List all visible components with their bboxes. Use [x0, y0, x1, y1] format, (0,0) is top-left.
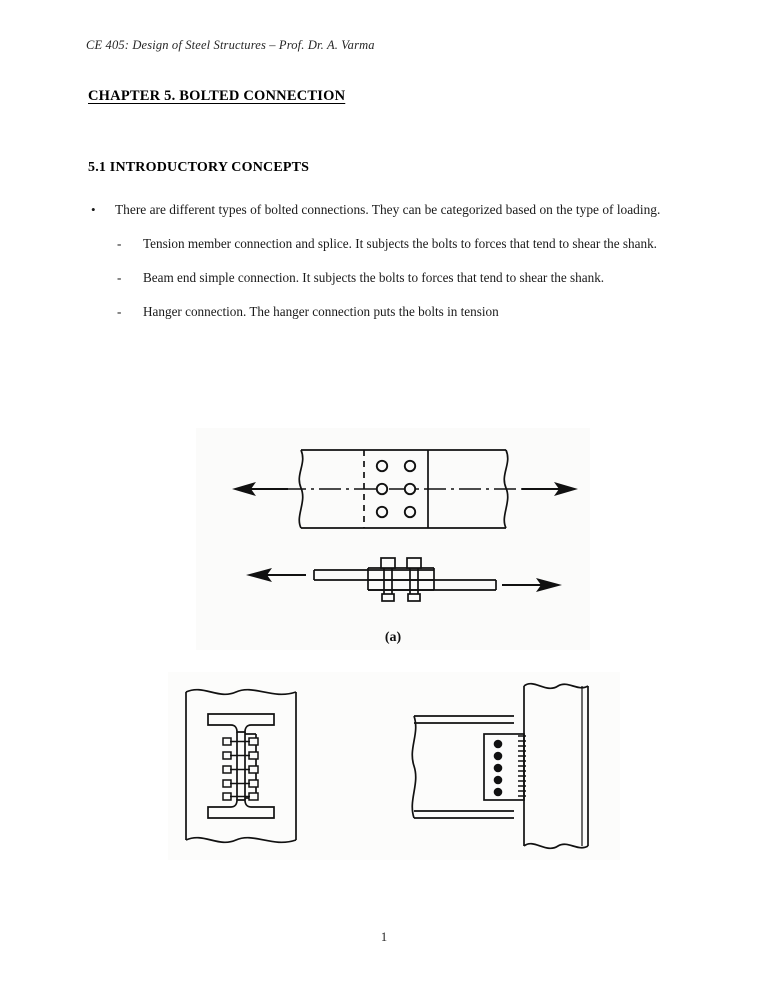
splice-connection-drawing — [232, 449, 578, 602]
beam-connection-drawings — [185, 682, 589, 850]
plate-bolt-group — [493, 739, 503, 797]
dash-marker-icon: - — [117, 270, 122, 285]
bolt-hole-group — [375, 459, 417, 519]
beam-column-connection-drawing — [411, 682, 589, 850]
beam-section-drawing — [185, 688, 297, 844]
chapter-heading: CHAPTER 5. BOLTED CONNECTION — [88, 88, 346, 104]
side-view-bolt-group — [380, 557, 422, 602]
list-item: - Hanger connection. The hanger connecti… — [115, 295, 688, 329]
body-content: • There are different types of bolted co… — [88, 193, 688, 329]
right-force-arrowhead — [554, 482, 578, 496]
weld-hatching — [518, 735, 526, 797]
side-left-force-arrowhead — [246, 568, 272, 582]
bullet-item: • There are different types of bolted co… — [88, 193, 688, 227]
web-bolt-group — [222, 737, 259, 801]
figure-beam-connections — [168, 672, 620, 860]
list-item: - Tension member connection and splice. … — [115, 227, 688, 261]
section-heading: 5.1 INTRODUCTORY CONCEPTS — [88, 160, 310, 175]
dash-marker-icon: - — [117, 236, 122, 251]
running-head: CE 405: Design of Steel Structures – Pro… — [86, 38, 375, 52]
dash-marker-icon: - — [117, 304, 122, 319]
splice-side-elevation — [313, 567, 497, 591]
left-force-arrowhead — [232, 482, 256, 496]
side-right-force-arrowhead — [536, 578, 562, 592]
sub-item-list: - Tension member connection and splice. … — [88, 227, 688, 329]
page-number: 1 — [380, 930, 388, 944]
list-item-text: Hanger connection. The hanger connection… — [143, 304, 499, 319]
list-item-text: Beam end simple connection. It subjects … — [143, 270, 605, 285]
bullet-marker-icon: • — [91, 202, 96, 217]
figure-splice-connection: (a) — [196, 428, 590, 650]
figure-caption: (a) — [384, 630, 402, 645]
bullet-item-text: There are different types of bolted conn… — [115, 202, 661, 217]
list-item: - Beam end simple connection. It subject… — [115, 261, 688, 295]
list-item-text: Tension member connection and splice. It… — [143, 236, 657, 251]
